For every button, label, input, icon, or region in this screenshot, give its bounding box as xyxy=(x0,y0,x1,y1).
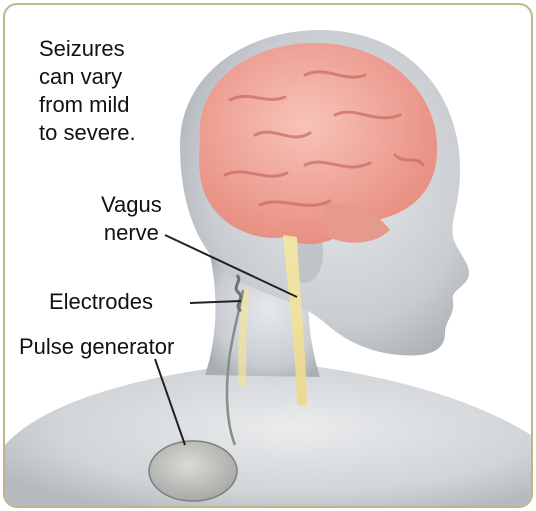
torso-shape xyxy=(5,365,531,506)
pulse-generator-label: Pulse generator xyxy=(19,333,174,361)
pulse-generator-shape xyxy=(149,441,237,501)
electrodes-label: Electrodes xyxy=(49,288,153,316)
vagus-nerve-branch xyxy=(242,290,245,385)
vagus-nerve-label: Vagus nerve xyxy=(101,191,162,247)
diagram-frame: Seizures can vary from mild to severe. V… xyxy=(3,3,533,508)
seizures-caption: Seizures can vary from mild to severe. xyxy=(39,35,136,147)
